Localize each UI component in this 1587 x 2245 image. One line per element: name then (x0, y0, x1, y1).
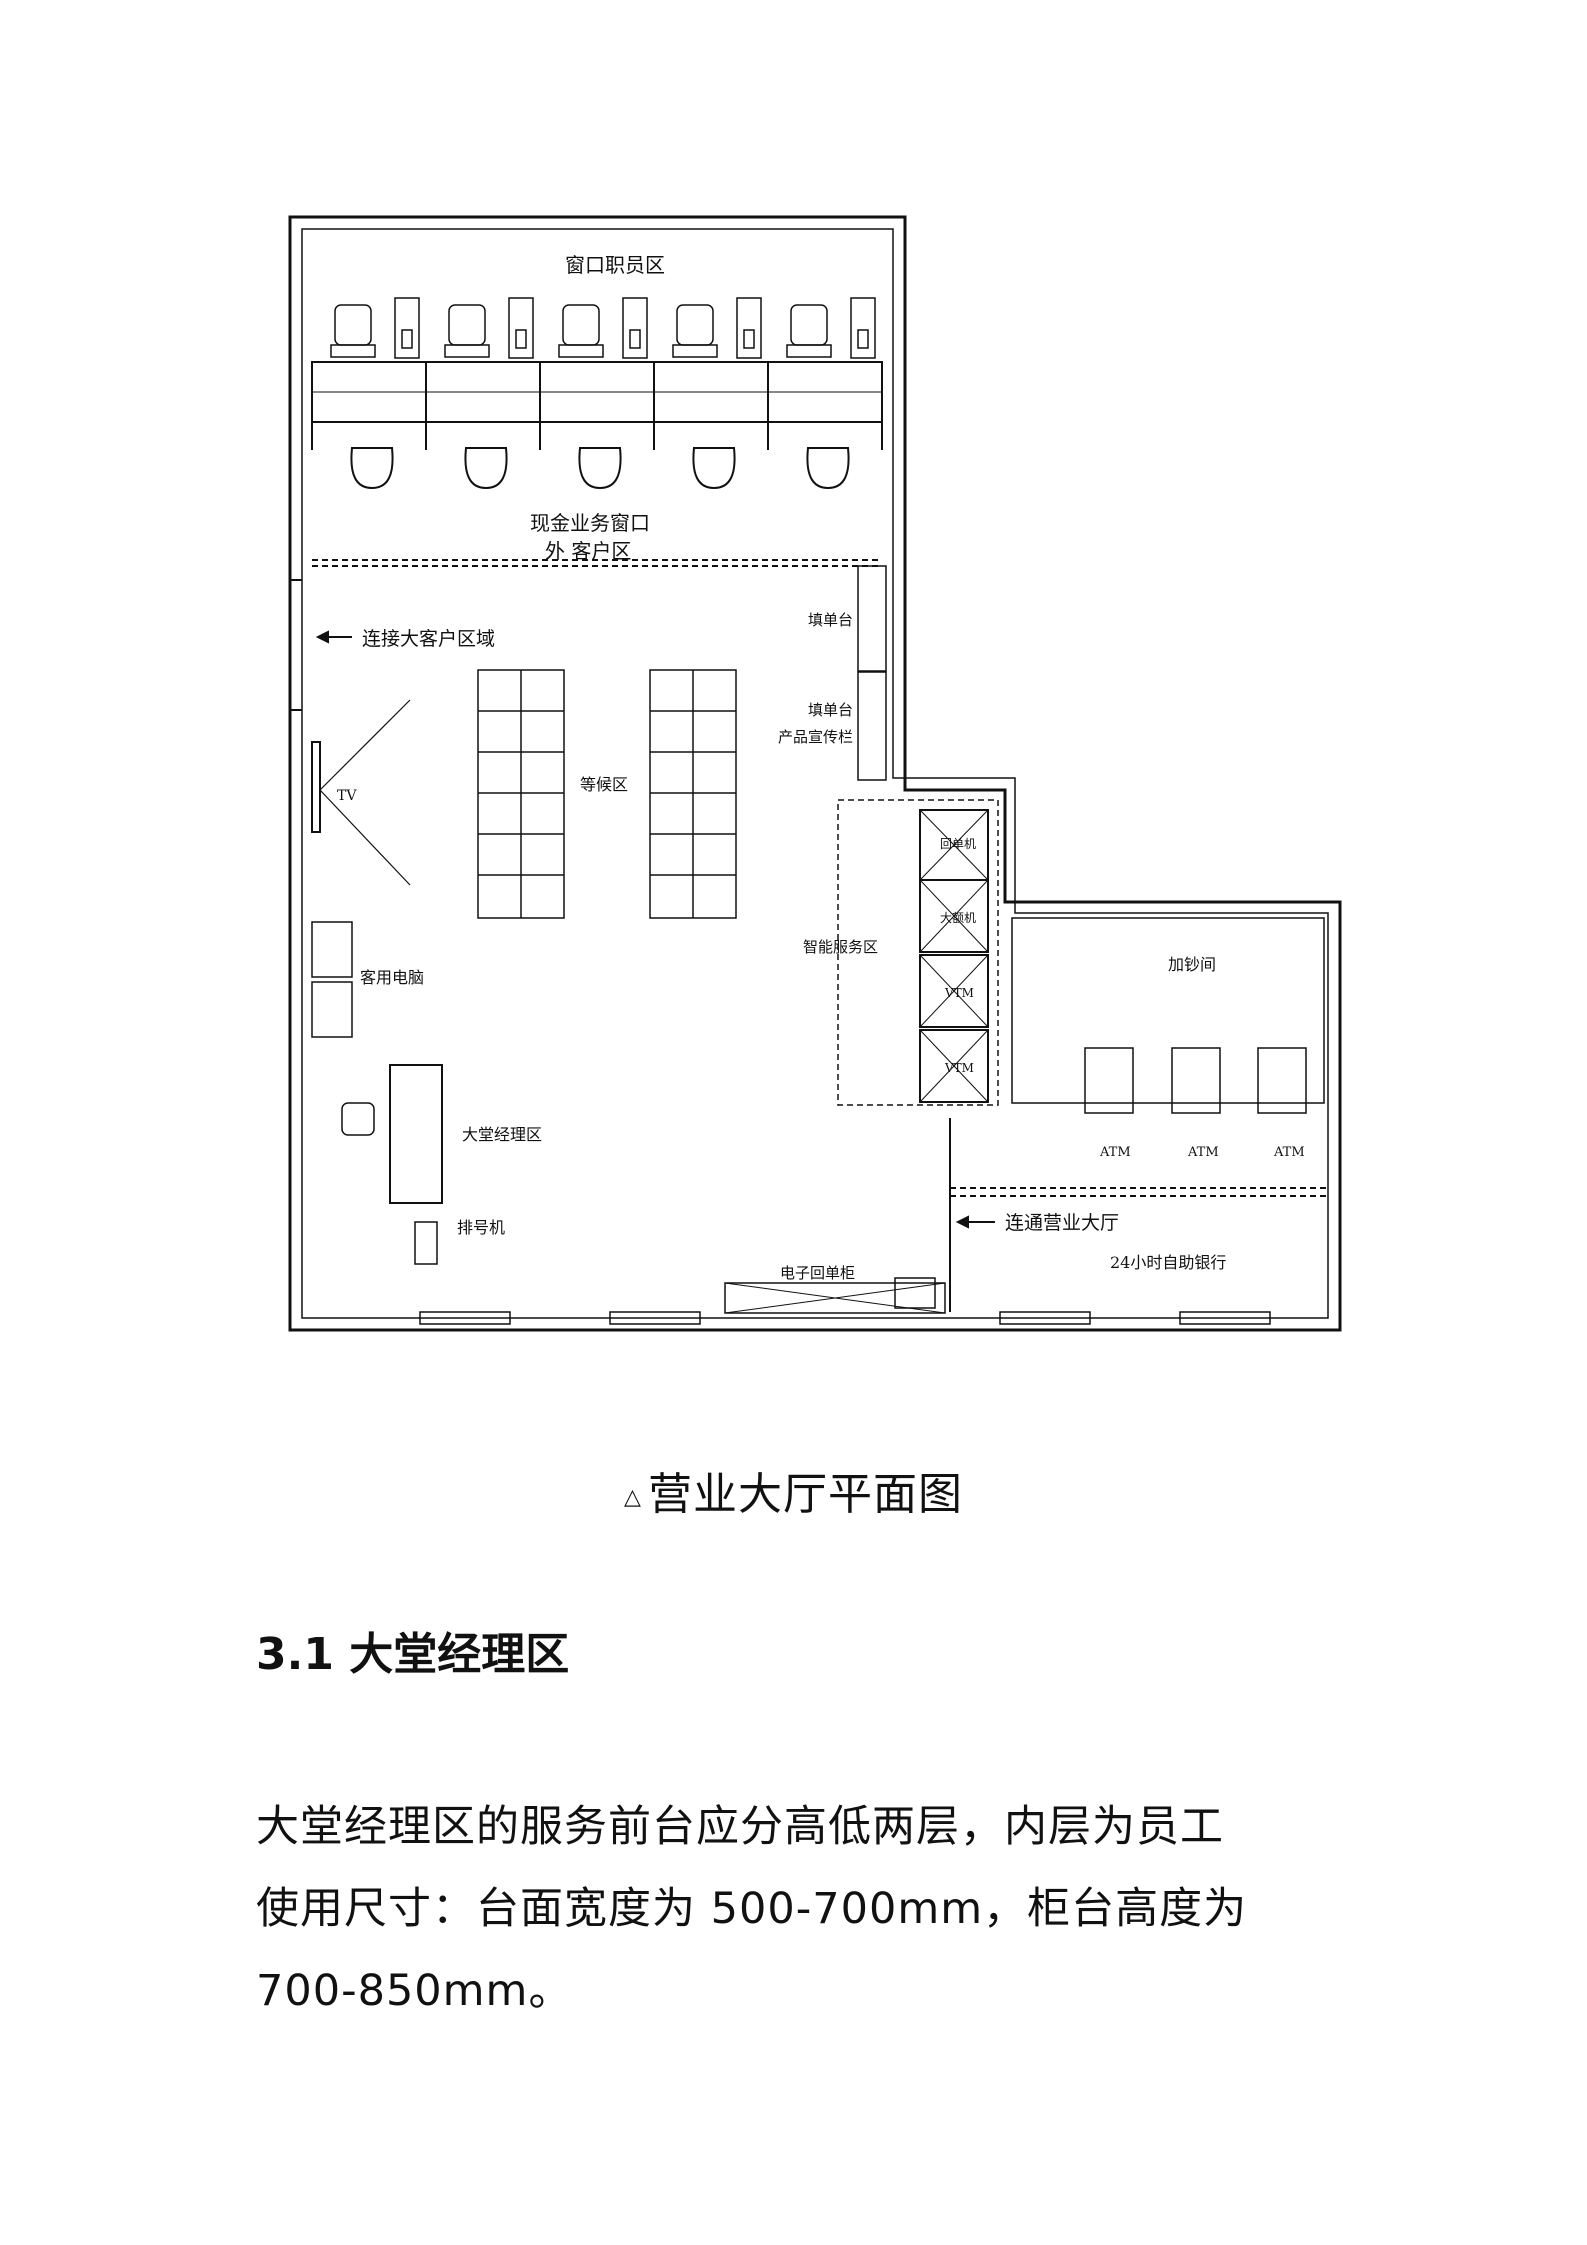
body-line-1: 大堂经理区的服务前台应分高低两层，内层为员工 (256, 1802, 1224, 1852)
body-line-2: 使用尺寸：台面宽度为 500-700mm，柜台高度为 (256, 1884, 1248, 1934)
inner-wall (301, 228, 1329, 1319)
label-waiting: 等候区 (580, 775, 628, 794)
figure-caption: △营业大厅平面图 (0, 1458, 1587, 1522)
label-guest-pc: 客用电脑 (360, 968, 424, 987)
label-vip-connect: 连接大客户区域 (362, 628, 495, 650)
label-queue-machine: 排号机 (457, 1218, 505, 1237)
label-receipt-machine: 回单机 (940, 837, 976, 851)
label-fill-desk-1: 填单台 (808, 611, 853, 629)
label-vtm-1: VTM (944, 986, 974, 1000)
label-promo: 产品宣传栏 (778, 728, 853, 746)
label-cash-room: 加钞间 (1168, 955, 1216, 974)
label-outside-customer: 外 客户区 (545, 539, 631, 563)
body-line-3: 700-850mm。 (256, 1966, 573, 2016)
label-atm-2: ATM (1187, 1145, 1219, 1160)
label-lobby-manager: 大堂经理区 (462, 1125, 542, 1144)
floor-plan: 窗口职员区 现金业务窗口 外 客户区 填单台 填单台 产品宣传栏 连接大客户区域… (288, 215, 1342, 1332)
body-paragraph: 大堂经理区的服务前台应分高低两层，内层为员工 使用尺寸：台面宽度为 500-70… (256, 1786, 1356, 2032)
label-tv: TV (337, 788, 357, 804)
outer-wall (288, 215, 1342, 1332)
caption-text: 营业大厅平面图 (647, 1469, 963, 1520)
label-vtm-2: VTM (944, 1061, 974, 1075)
label-self-bank: 24小时自助银行 (1110, 1253, 1226, 1272)
label-fill-desk-2: 填单台 (808, 701, 853, 719)
label-e-receipt: 电子回单柜 (780, 1264, 855, 1282)
section-heading: 3.1 大堂经理区 (256, 1629, 570, 1680)
label-smart-service: 智能服务区 (803, 938, 878, 956)
label-atm-3: ATM (1273, 1145, 1305, 1160)
label-connect-hall: 连通营业大厅 (1005, 1212, 1119, 1234)
label-cash-window: 现金业务窗口 (530, 511, 650, 535)
waiting-seats (477, 669, 737, 919)
label-teller-staff: 窗口职员区 (565, 253, 665, 277)
caption-marker: △ (624, 1484, 642, 1510)
label-atm-1: ATM (1099, 1145, 1131, 1160)
label-big-cash-machine: 大额机 (940, 911, 976, 925)
